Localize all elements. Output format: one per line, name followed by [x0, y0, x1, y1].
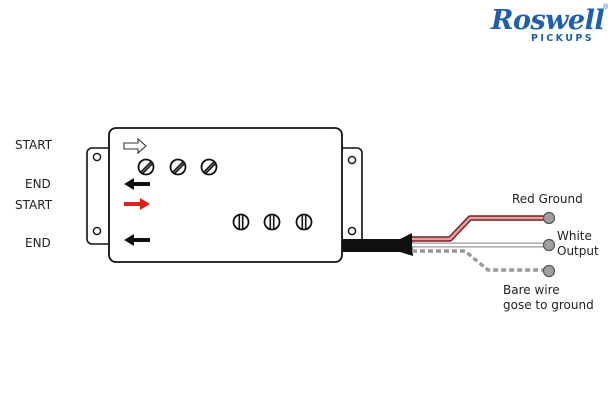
- pole-screw: [137, 158, 155, 176]
- bare-ground-wire: [412, 249, 548, 272]
- pole-screw: [200, 158, 218, 176]
- bare-wire-ground-label: gose to ground: [503, 298, 594, 312]
- pole-screw: [169, 158, 187, 176]
- white-wire-terminal: [542, 238, 556, 252]
- pole-screw: [295, 213, 313, 231]
- label-top-start: START: [15, 138, 53, 152]
- brand-name: Roswell: [491, 5, 605, 36]
- registered-mark: ®: [603, 4, 609, 11]
- red-ground-label: Red Ground: [512, 192, 583, 206]
- red-ground-wire: [412, 215, 548, 242]
- pickup-cable: [342, 233, 413, 256]
- roswell-logo: Roswell ® PICKUPS: [487, 4, 609, 48]
- label-bottom-end: END: [25, 236, 51, 250]
- top-coil-screws: [137, 158, 218, 176]
- brand-subtitle: PICKUPS: [531, 33, 594, 44]
- bare-wire-label: Bare wire: [503, 283, 560, 297]
- label-bottom-start: START: [15, 198, 53, 212]
- pole-screw: [232, 213, 250, 231]
- bottom-coil-screws: [232, 213, 313, 231]
- black-left-arrow: [124, 234, 150, 246]
- label-top-end: END: [25, 177, 51, 191]
- bare-wire-terminal: [542, 264, 556, 278]
- output-label: Output: [557, 244, 599, 258]
- black-left-arrow: [124, 178, 150, 190]
- red-wire-terminal: [542, 211, 556, 225]
- red-right-arrow: [124, 198, 150, 210]
- outline-right-arrow: [123, 137, 147, 155]
- pole-screw: [263, 213, 281, 231]
- white-label: White: [557, 229, 592, 243]
- pickup-body: [108, 127, 343, 263]
